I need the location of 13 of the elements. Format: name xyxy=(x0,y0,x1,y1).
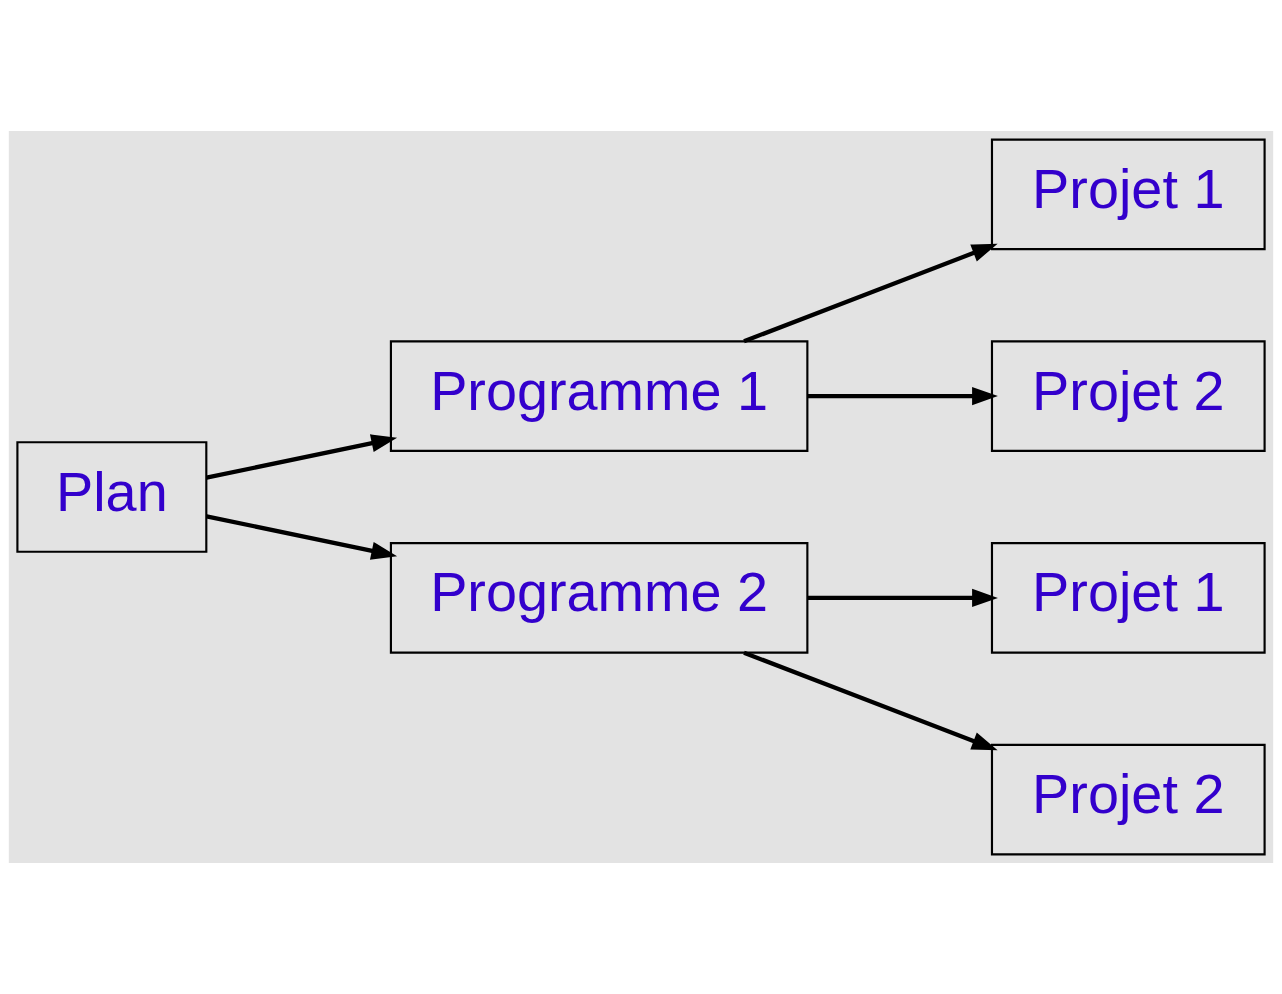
arrow xyxy=(206,514,398,560)
arrow xyxy=(807,588,998,607)
arrow xyxy=(743,243,998,344)
node-box: Projet 2 xyxy=(990,743,1266,856)
arrow xyxy=(206,434,398,480)
node-box: Projet 1 xyxy=(990,542,1266,654)
arrow xyxy=(743,650,998,751)
node-box: Programme 1 xyxy=(389,340,809,452)
node-box: Plan xyxy=(16,441,208,553)
node-box: Projet 2 xyxy=(990,340,1266,452)
arrow xyxy=(807,387,998,406)
node-box: Projet 1 xyxy=(990,138,1266,251)
node-box: Programme 2 xyxy=(389,542,809,654)
